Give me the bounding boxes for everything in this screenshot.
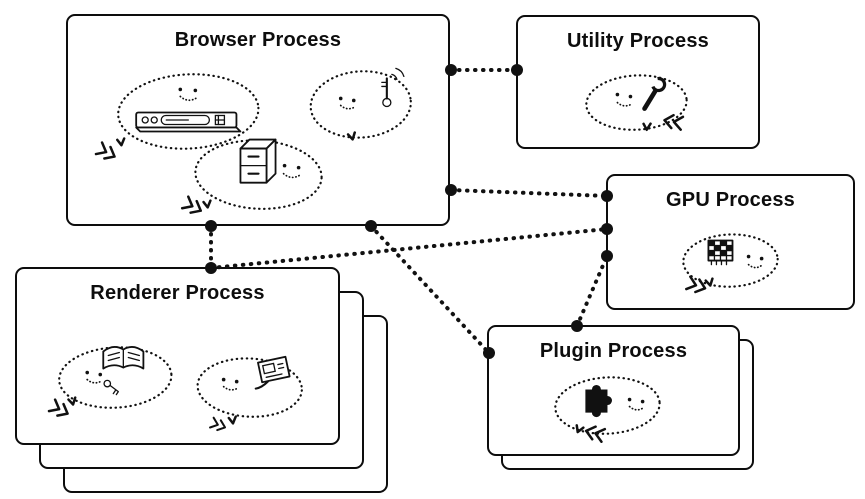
eye [85, 370, 90, 375]
motion-chevrons [662, 112, 685, 131]
smile [179, 95, 199, 102]
doodle-outline [309, 70, 412, 139]
document-renderer-character [47, 346, 173, 421]
puzzle-piece-icon [585, 384, 612, 418]
smiley-face [221, 377, 240, 391]
renderer-doodles [47, 346, 303, 434]
eye [615, 92, 620, 97]
motion-chevrons [180, 195, 206, 218]
eye [627, 397, 632, 402]
file-cabinet-character [180, 138, 323, 218]
plugin-process-box: Plugin Process [487, 325, 740, 456]
browser-ui-character [94, 73, 260, 164]
browser-process-box: Browser Process [66, 14, 450, 226]
gpu-process-box: GPU Process [606, 174, 855, 310]
doodle-outline [117, 73, 260, 150]
eye [640, 399, 645, 404]
gpu-process-title: GPU Process [666, 189, 795, 211]
eye [221, 377, 226, 382]
doodle-outline [58, 346, 173, 409]
eye [296, 165, 301, 170]
tail-arrow [115, 136, 126, 147]
browser-doodles [94, 67, 412, 218]
tail-arrow [201, 198, 212, 209]
media-page-character [196, 355, 303, 434]
utility-process-title: Utility Process [567, 30, 709, 52]
smile [628, 405, 645, 411]
eye [746, 254, 751, 259]
utility-process-box: Utility Process [516, 15, 760, 149]
gpu-chip-character [682, 233, 779, 296]
renderer-process-title: Renderer Process [90, 282, 265, 304]
gpu-chip-icon [707, 239, 734, 266]
smile [747, 263, 764, 269]
connection-browser-gpu [449, 188, 609, 198]
motion-chevrons [47, 398, 72, 421]
smiley-face [282, 163, 302, 179]
motion-chevrons [94, 141, 119, 164]
smiley-face [85, 370, 104, 384]
smile [86, 378, 104, 384]
signal-antenna-icon [381, 67, 405, 108]
motion-chevrons [583, 423, 607, 443]
smiley-face [615, 92, 634, 107]
photo-card-icon [257, 355, 291, 384]
plugin-process-title: Plugin Process [539, 340, 688, 362]
motion-chevrons [209, 416, 228, 434]
arm-line [254, 380, 269, 390]
eye [759, 256, 764, 261]
eye [338, 96, 343, 101]
smiley-face [627, 397, 645, 411]
doodle-outline [682, 233, 779, 288]
smiley-face [338, 96, 357, 110]
smile [222, 385, 240, 391]
eye [234, 379, 239, 384]
eye [628, 94, 633, 99]
eye [178, 87, 183, 92]
utility-doodles [585, 74, 688, 132]
browser-toolbar-icon [135, 111, 242, 133]
eye [98, 372, 103, 377]
eye [351, 98, 356, 103]
connection-browser-plugin [369, 224, 491, 355]
key-icon [103, 379, 119, 396]
eye [282, 163, 287, 168]
plugin-doodles [554, 376, 661, 443]
file-cabinet-icon [239, 138, 277, 184]
wrench-character [585, 74, 688, 132]
tail-arrow [346, 130, 357, 141]
doodle-outline [554, 376, 661, 435]
smiley-face [746, 254, 764, 269]
smile [282, 172, 302, 179]
connection-plugin-gpu [575, 254, 609, 328]
smile [616, 101, 634, 107]
open-book-icon [102, 346, 145, 370]
connection-renderer-gpu [209, 227, 609, 270]
doodle-outline [585, 74, 688, 131]
doodle-outline [194, 139, 323, 210]
wrench-icon [642, 76, 667, 111]
eye [193, 88, 198, 93]
plugin-puzzle-character [554, 376, 661, 443]
signal-antenna-character [309, 67, 412, 141]
tail-arrow [226, 414, 237, 425]
smiley-face [178, 87, 199, 102]
tail-arrow [704, 276, 714, 287]
smile [339, 104, 357, 110]
renderer-process-box: Renderer Process [15, 267, 340, 445]
browser-process-title: Browser Process [174, 29, 342, 51]
doodle-outline [196, 357, 303, 418]
gpu-doodles [682, 233, 779, 296]
